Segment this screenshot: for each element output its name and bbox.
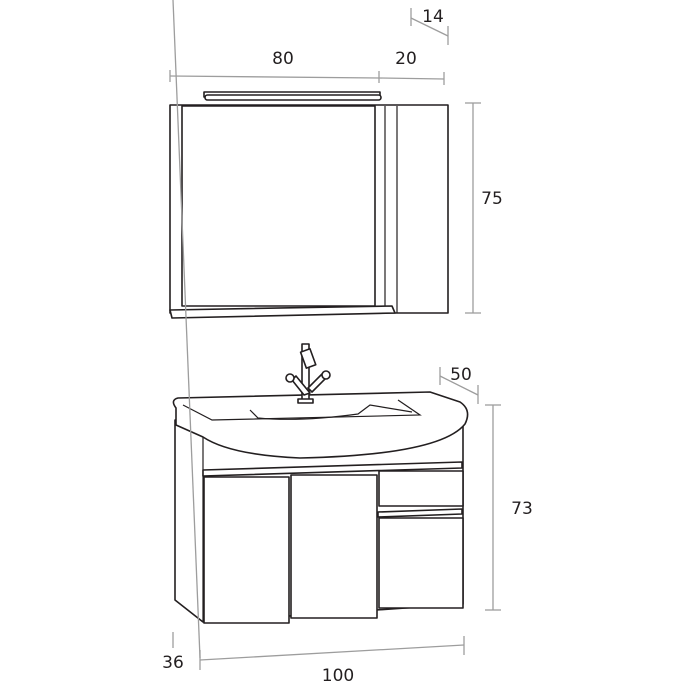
right-drawer [378,470,464,507]
middle-door [290,474,378,619]
drawer-rail [377,508,463,518]
side-cabinet-width-label: 20 [395,49,417,69]
vanity-width-label: 100 [322,666,354,686]
mirror-width-label: 80 [272,49,294,69]
mirror-glass [181,105,376,307]
mirror-shelf [169,305,396,319]
mirror-lamp [204,94,382,101]
vanity-height-label: 73 [511,499,533,519]
dimension-lines [169,0,501,670]
mirror-height-label: 75 [481,189,503,209]
right-door [378,517,464,609]
mirror-depth-label: 14 [422,7,444,27]
vanity-unit [172,343,469,624]
sink-depth-label: 50 [450,365,472,385]
mirror-cabinet [169,91,449,319]
vanity-top-rail [202,461,463,477]
left-door [203,476,290,624]
faucet-icon [285,343,331,404]
cabinet-depth-label: 36 [162,653,184,673]
